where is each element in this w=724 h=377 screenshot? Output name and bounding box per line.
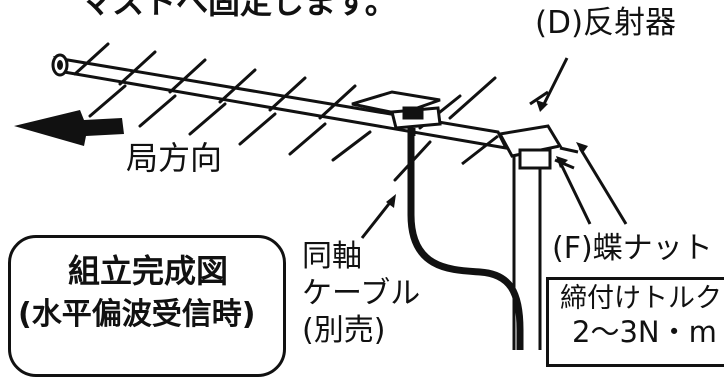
- antenna-illustration: [14, 42, 628, 350]
- caption-top: マストへ固定します。: [80, 0, 397, 21]
- assembly-title: 組立完成図: [68, 252, 229, 290]
- wing-nut-label: (F)蝶ナット: [552, 231, 713, 266]
- torque-label: 締付けトルク: [560, 283, 722, 314]
- feed-box: [351, 90, 442, 136]
- cable-label-line3: (別売): [302, 313, 386, 348]
- reflector-label: (D)反射器: [535, 5, 677, 41]
- torque-value: 2〜3N・m: [572, 315, 717, 349]
- direction-label: 局方向: [126, 139, 223, 177]
- assembly-subtitle: (水平偏波受信時): [18, 297, 256, 332]
- direction-arrow-icon: [14, 110, 124, 146]
- mast-bracket: [497, 124, 579, 170]
- cable-label-line1: 同軸: [302, 239, 362, 274]
- cable-label-line2: ケーブル: [302, 276, 421, 311]
- pointer-arrowheads: [386, 100, 588, 208]
- coaxial-cable: [407, 128, 524, 350]
- reflector-element: [461, 90, 549, 166]
- pointer-lines: [360, 57, 628, 239]
